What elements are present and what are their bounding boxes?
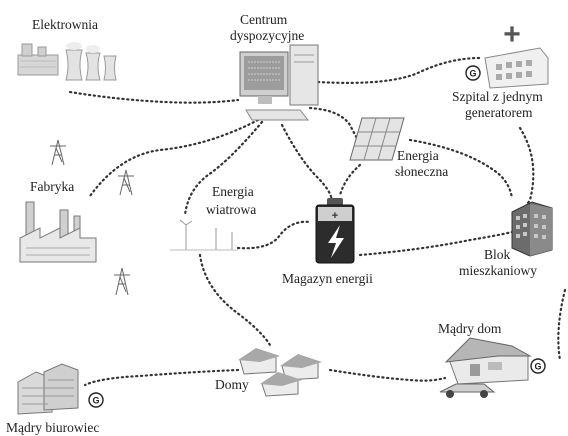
svg-text:+: + [332, 210, 338, 222]
pylon-icon [50, 139, 66, 166]
hospital-icon: + [484, 18, 549, 89]
line-control-solar [308, 106, 360, 142]
battery-icon: + [315, 198, 355, 264]
label-control-center-1: Centrum [240, 12, 288, 27]
label-solar-2: słoneczna [395, 164, 448, 179]
factory-icon [19, 201, 97, 263]
svg-text:G: G [92, 396, 99, 406]
label-office: Mądry biurowiec [6, 420, 99, 435]
label-power-plant: Elektrownia [32, 17, 98, 32]
label-apartment-1: Blok [484, 247, 511, 262]
wind-turbine-icon [170, 219, 238, 251]
connection-lines [68, 56, 567, 387]
label-hospital-2: generatorem [465, 105, 533, 120]
hospital-cross-icon: + [503, 18, 521, 51]
label-control-center-2: dyspozycyjne [230, 28, 304, 43]
label-wind-2: wiatrowa [206, 202, 256, 217]
label-hospital-1: Szpital z jednym [452, 89, 543, 104]
office-building-icon [17, 363, 79, 415]
line-houses-office [83, 368, 240, 387]
power-plant-icon [17, 42, 117, 81]
label-smart-home: Mądry dom [438, 321, 502, 336]
generator-badge-smart-home: G [530, 358, 546, 374]
solar-panel-icon [349, 117, 405, 161]
svg-text:G: G [534, 362, 541, 372]
line-wind-storage [236, 220, 312, 250]
line-powerplant-control [68, 90, 240, 104]
line-storage-apartment [358, 230, 514, 257]
line-solar-storage [338, 163, 362, 197]
label-storage: Magazyn energii [282, 271, 373, 286]
line-control-hospital [316, 56, 482, 84]
line-hospital-apartment [518, 126, 535, 212]
line-control-factory [88, 118, 260, 198]
label-factory: Fabryka [30, 179, 74, 194]
line-control-storage [280, 123, 334, 202]
label-wind-1: Energia [212, 184, 254, 199]
computer-icon [239, 44, 319, 121]
label-houses: Domy [215, 377, 249, 392]
smart-home-icon [439, 337, 532, 398]
pylon-icon [118, 169, 134, 196]
line-houses-smarthome [328, 368, 447, 382]
line-solar-apartment [408, 138, 514, 200]
generator-badge-hospital: G [465, 65, 481, 81]
pylon-icon [114, 267, 130, 296]
houses-icon [238, 348, 322, 397]
apartment-building-icon [511, 201, 553, 257]
generator-badge-office: G [88, 392, 104, 408]
line-control-wind [183, 120, 264, 217]
svg-text:G: G [469, 69, 476, 79]
line-wind-houses [198, 253, 272, 347]
label-solar-1: Energia [397, 148, 439, 163]
label-apartment-2: mieszkaniowy [459, 263, 537, 278]
line-smarthome-apartment [557, 288, 567, 362]
